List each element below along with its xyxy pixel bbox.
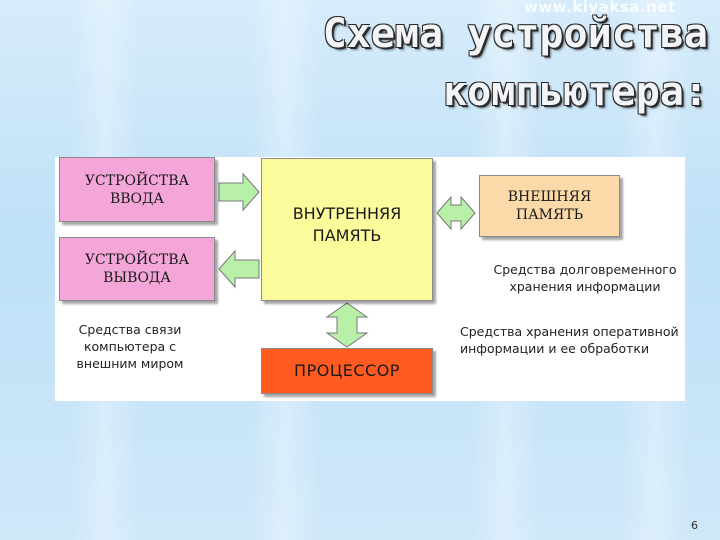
external-memory-box: ВНЕШНЯЯ ПАМЯТЬ: [479, 175, 620, 237]
diagram-panel: УСТРОЙСТВА ВВОДА УСТРОЙСТВА ВЫВОДА ВНУТР…: [55, 157, 685, 401]
slide-title-line-2: компьютера:: [443, 69, 708, 115]
note-external-memory: Средства долговременного хранения информ…: [493, 262, 677, 294]
arrow-memory-processor: [325, 302, 369, 348]
note-communication: Средства связи компьютера с внешним миро…: [76, 322, 184, 371]
watermark: www.kiyaksa.net: [524, 0, 676, 16]
note-operational: Средства хранения оперативной информации…: [460, 324, 679, 356]
arrow-memory-to-output: [218, 249, 260, 289]
output-devices-box: УСТРОЙСТВА ВЫВОДА: [59, 237, 215, 301]
connector-arrows: [218, 172, 476, 348]
slide-title-line-1: Схема устройства: [322, 11, 708, 57]
input-devices-box: УСТРОЙСТВА ВВОДА: [59, 157, 215, 222]
page-number: 6: [691, 519, 698, 532]
arrow-memory-external: [436, 195, 476, 231]
internal-memory-box: ВНУТРЕННЯЯ ПАМЯТЬ: [261, 158, 433, 301]
arrow-input-to-memory: [218, 172, 260, 212]
processor-box: ПРОЦЕССОР: [261, 348, 433, 394]
